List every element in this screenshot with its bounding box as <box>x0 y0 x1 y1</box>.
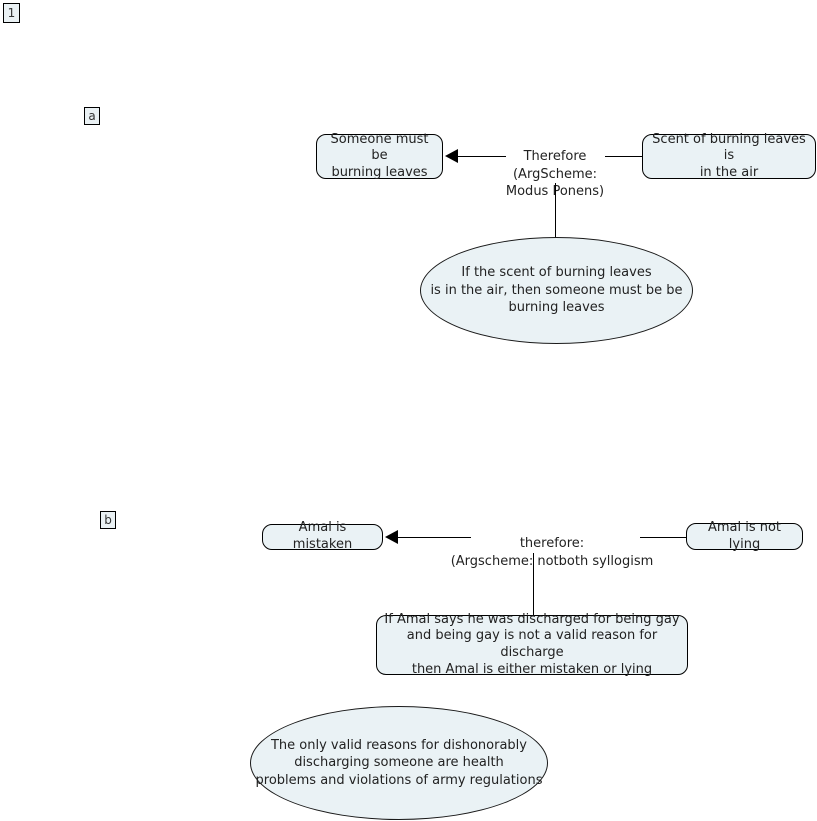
node-a-conclusion-text: Someone must be burning leaves <box>330 131 429 180</box>
node-b-premise-ellipse[interactable]: The only valid reasons for dishonorably … <box>250 706 548 820</box>
node-b-premise-right[interactable]: Amal is not lying <box>686 519 803 552</box>
arrowhead-a <box>445 149 458 163</box>
figure-number-label: 1 <box>7 6 16 20</box>
inference-label-a: Therefore (ArgScheme: Modus Ponens) <box>492 131 618 200</box>
node-b-premise-box[interactable]: If Amal says he was discharged for being… <box>376 612 688 677</box>
figure-number-tag: 1 <box>3 3 20 23</box>
node-b-premise-right-text: Amal is not lying <box>707 519 782 552</box>
node-b-conclusion-text: Amal is mistaken <box>292 520 353 552</box>
inference-label-a-text: Therefore (ArgScheme: Modus Ponens) <box>505 149 605 199</box>
arrowhead-b <box>385 530 398 544</box>
section-b-tag: b <box>100 511 116 529</box>
inference-label-b-text: therefore: (Argscheme: notboth syllogism <box>450 536 654 569</box>
node-a-conclusion[interactable]: Someone must be burning leaves <box>316 131 443 180</box>
section-b-label: b <box>104 513 112 527</box>
node-a-premise-ellipse-text: If the scent of burning leaves is in the… <box>430 265 683 316</box>
inference-label-b: therefore: (Argscheme: notboth syllogism <box>437 518 667 570</box>
connector-b-premise-right <box>640 537 686 538</box>
node-a-premise-ellipse[interactable]: If the scent of burning leaves is in the… <box>420 237 693 344</box>
connector-a-premise-ellipse <box>555 183 556 238</box>
section-a-tag: a <box>84 107 100 125</box>
connector-a-premise-right <box>605 156 643 157</box>
connector-b-conclusion <box>397 537 471 538</box>
connector-a-conclusion <box>457 156 506 157</box>
node-a-premise-right[interactable]: Scent of burning leaves is in the air <box>642 131 816 180</box>
section-a-label: a <box>88 109 96 123</box>
connector-b-premise-box <box>533 553 534 615</box>
node-b-premise-ellipse-text: The only valid reasons for dishonorably … <box>255 737 543 788</box>
node-b-conclusion[interactable]: Amal is mistaken <box>262 520 383 552</box>
node-b-premise-box-text: If Amal says he was discharged for being… <box>384 611 680 677</box>
node-a-premise-right-text: Scent of burning leaves is in the air <box>652 131 806 180</box>
